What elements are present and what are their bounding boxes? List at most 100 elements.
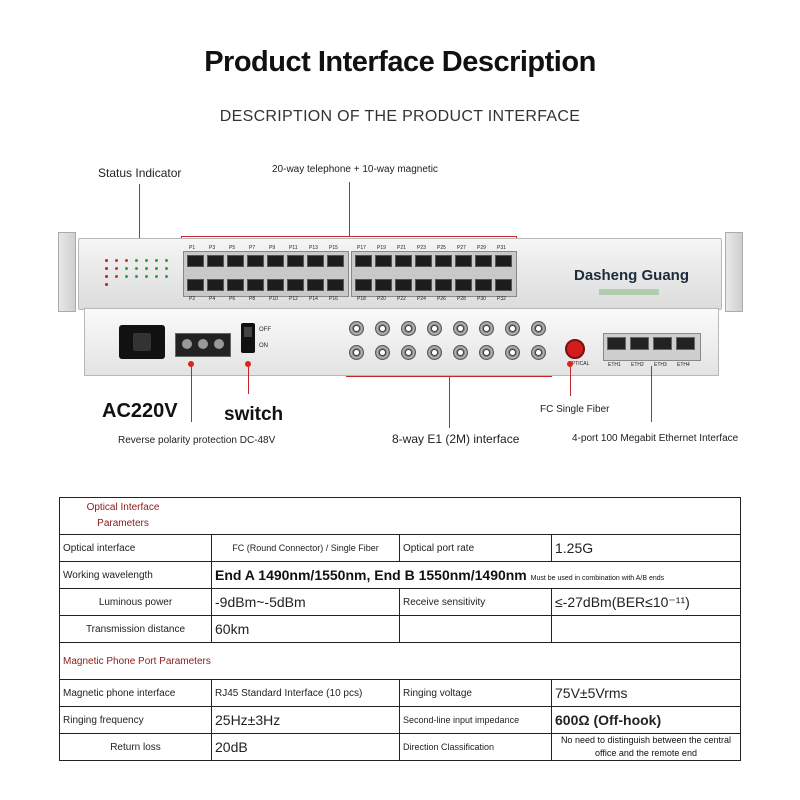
rj45-port[interactable]	[355, 279, 372, 291]
bnc-connector[interactable]	[505, 321, 520, 336]
rj45-port[interactable]	[475, 279, 492, 291]
port-label: P5	[229, 245, 236, 251]
rj45-port[interactable]	[495, 255, 512, 267]
power-switch[interactable]	[241, 323, 255, 353]
table-cell: Direction Classification	[399, 733, 552, 761]
bnc-connector[interactable]	[505, 345, 520, 360]
rj45-port[interactable]	[287, 255, 304, 267]
brand-strip	[599, 289, 659, 295]
bnc-connector[interactable]	[349, 345, 364, 360]
bnc-connector[interactable]	[427, 321, 442, 336]
led-panel	[101, 253, 177, 297]
table-cell: 20dB	[211, 733, 400, 761]
bnc-connector[interactable]	[453, 345, 468, 360]
rj45-port[interactable]	[355, 255, 372, 267]
table-cell: Luminous power	[59, 588, 212, 616]
table-cell: End A 1490nm/1550nm, End B 1550nm/1490nm…	[211, 561, 741, 589]
table-section-row: Magnetic Phone Port Parameters	[59, 642, 741, 680]
bnc-connector[interactable]	[375, 321, 390, 336]
rj45-port[interactable]	[267, 255, 284, 267]
port-label: P18	[357, 296, 366, 302]
bnc-connector[interactable]	[479, 321, 494, 336]
bnc-connector[interactable]	[349, 321, 364, 336]
table-cell: FC (Round Connector) / Single Fiber	[211, 534, 400, 562]
port-label: P20	[377, 296, 386, 302]
rj45-port[interactable]	[247, 255, 264, 267]
ethernet-port[interactable]	[607, 337, 626, 350]
bnc-connector[interactable]	[531, 321, 546, 336]
rj45-port[interactable]	[207, 279, 224, 291]
rj45-port[interactable]	[187, 255, 204, 267]
rj45-port[interactable]	[375, 279, 392, 291]
table-row: Transmission distance 60km	[59, 615, 741, 643]
port-label: P32	[497, 296, 506, 302]
switch-dot	[245, 361, 251, 367]
rj45-port[interactable]	[247, 279, 264, 291]
bnc-connector[interactable]	[375, 345, 390, 360]
rj45-port[interactable]	[395, 279, 412, 291]
port-label: P25	[437, 245, 446, 251]
bnc-connector[interactable]	[479, 345, 494, 360]
optical-section-title: Optical Interface Parameters	[86, 502, 160, 529]
ethernet-port[interactable]	[630, 337, 649, 350]
rj45-port[interactable]	[415, 255, 432, 267]
ethernet-port[interactable]	[653, 337, 672, 350]
bnc-connector[interactable]	[453, 321, 468, 336]
telephone-bracket-top	[181, 236, 517, 237]
status-indicator-label: Status Indicator	[98, 166, 182, 180]
rj45-port[interactable]	[187, 279, 204, 291]
table-cell: Receive sensitivity	[399, 588, 552, 616]
brand-label: Dasheng Guang	[574, 267, 690, 284]
rj45-port[interactable]	[375, 255, 392, 267]
table-section-row: Optical Interface Parameters	[59, 497, 741, 535]
table-cell: Magnetic phone interface	[59, 679, 212, 707]
page-title: Product Interface Description	[204, 46, 596, 78]
table-cell: 75V±5Vrms	[551, 679, 741, 707]
power-socket[interactable]	[119, 325, 165, 359]
status-indicator-leader	[139, 184, 140, 258]
port-label: P23	[417, 245, 426, 251]
rj45-port[interactable]	[307, 255, 324, 267]
rj45-port[interactable]	[327, 255, 344, 267]
table-cell: -9dBm~-5dBm	[211, 588, 400, 616]
bnc-connector[interactable]	[427, 345, 442, 360]
dc-terminal[interactable]	[175, 333, 231, 357]
rj45-port[interactable]	[227, 279, 244, 291]
ethernet-port[interactable]	[676, 337, 695, 350]
table-row: Luminous power -9dBm~-5dBm Receive sensi…	[59, 588, 741, 616]
rj45-port[interactable]	[395, 255, 412, 267]
rj45-port[interactable]	[495, 279, 512, 291]
port-label: P19	[377, 245, 386, 251]
bnc-connector[interactable]	[531, 345, 546, 360]
switch-off-label: OFF	[259, 327, 271, 333]
reverse-polarity-label: Reverse polarity protection DC-48V	[118, 435, 276, 446]
table-cell: Transmission distance	[59, 615, 212, 643]
table-cell: 25Hz±3Hz	[211, 706, 400, 734]
port-label: P2	[189, 296, 196, 302]
port-label: P29	[477, 245, 486, 251]
phone-section-title: Magnetic Phone Port Parameters	[59, 642, 741, 680]
rj45-port[interactable]	[327, 279, 344, 291]
telephone-leader	[349, 182, 350, 236]
fc-fiber-port[interactable]	[565, 339, 585, 359]
port-label: P21	[397, 245, 406, 251]
rj45-port[interactable]	[307, 279, 324, 291]
rj45-port[interactable]	[207, 255, 224, 267]
port-label: P1	[189, 245, 196, 251]
port-label: P22	[397, 296, 406, 302]
rj45-port[interactable]	[455, 255, 472, 267]
rj45-port[interactable]	[435, 255, 452, 267]
table-row: Ringing frequency 25Hz±3Hz Second-line i…	[59, 706, 741, 734]
rj45-port[interactable]	[415, 279, 432, 291]
rj45-port[interactable]	[267, 279, 284, 291]
rj45-port[interactable]	[287, 279, 304, 291]
table-row: Working wavelength End A 1490nm/1550nm, …	[59, 561, 741, 589]
bnc-connector[interactable]	[401, 345, 416, 360]
rj45-port[interactable]	[227, 255, 244, 267]
bnc-connector[interactable]	[401, 321, 416, 336]
rj45-port[interactable]	[435, 279, 452, 291]
rj45-port[interactable]	[455, 279, 472, 291]
rack-ear-left	[58, 232, 76, 312]
rj45-port[interactable]	[475, 255, 492, 267]
reverse-leader	[191, 364, 192, 422]
